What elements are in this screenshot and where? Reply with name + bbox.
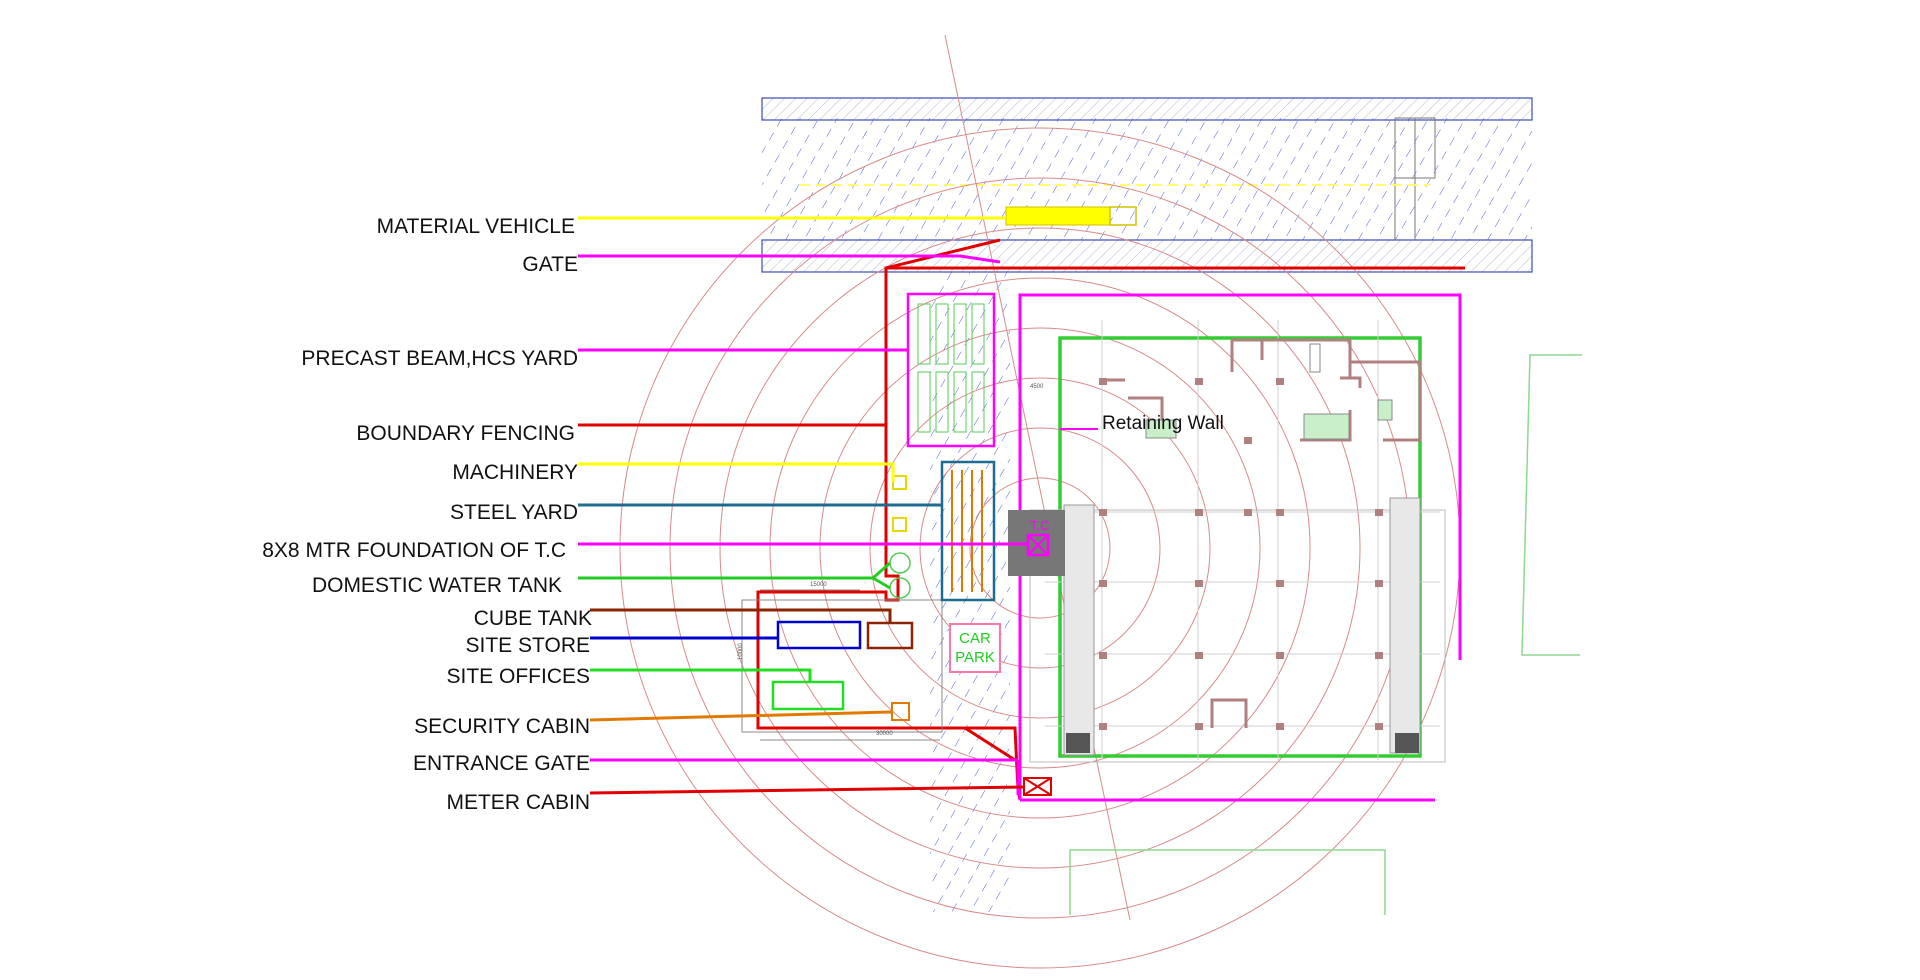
- car-park: CAR PARK: [949, 623, 1001, 673]
- tc-label: T.C: [1030, 518, 1050, 533]
- label-steel-yard: STEEL YARD: [450, 501, 578, 524]
- precast-yard-area: [906, 292, 996, 448]
- dim-10000: 10000: [738, 643, 744, 660]
- security-cabin-box: [891, 702, 910, 721]
- label-boundary-fencing: BOUNDARY FENCING: [356, 422, 575, 445]
- car-park-label-line2: PARK: [955, 649, 995, 666]
- machinery-boxes: [892, 475, 907, 532]
- building-footprint: Retaining Wall: [1029, 320, 1446, 763]
- label-entrance-gate: ENTRANCE GATE: [413, 752, 590, 775]
- label-machinery: MACHINERY: [452, 461, 578, 484]
- label-site-store: SITE STORE: [466, 634, 590, 657]
- label-material-vehicle: MATERIAL VEHICLE: [377, 215, 575, 238]
- adjacent-plot-outline: [1069, 354, 1582, 915]
- label-meter-cabin: METER CABIN: [446, 791, 590, 814]
- material-vehicle-shape: [1005, 206, 1137, 226]
- car-park-label-line1: CAR: [959, 630, 991, 647]
- site-office-compound: [741, 589, 943, 741]
- dim-30000: 30000: [876, 731, 893, 737]
- steel-yard-area: [940, 460, 996, 602]
- dim-15000: 15000: [810, 582, 827, 588]
- cube-tank-box: [866, 621, 914, 650]
- label-tc-foundation: 8X8 MTR FOUNDATION OF T.C: [262, 539, 566, 562]
- leader-lines: [578, 216, 1028, 795]
- site-store-box: [776, 620, 862, 650]
- dim-4500: 4500: [1030, 384, 1044, 390]
- label-cube-tank: CUBE TANK: [474, 607, 592, 630]
- hatched-strip: [930, 272, 1010, 912]
- road-area: [761, 97, 1533, 273]
- label-site-offices: SITE OFFICES: [446, 665, 590, 688]
- label-domestic-water-tank: DOMESTIC WATER TANK: [312, 574, 562, 597]
- crane-radius-circles: [619, 34, 1461, 969]
- legend-labels: MATERIAL VEHICLE GATE PRECAST BEAM,HCS Y…: [262, 215, 592, 814]
- label-precast-yard: PRECAST BEAM,HCS YARD: [301, 347, 578, 370]
- label-gate: GATE: [522, 253, 578, 276]
- meter-cabin-box: [1023, 777, 1052, 796]
- retaining-wall-label: Retaining Wall: [1102, 413, 1224, 434]
- label-security-cabin: SECURITY CABIN: [414, 715, 590, 738]
- site-offices-box: [771, 680, 845, 711]
